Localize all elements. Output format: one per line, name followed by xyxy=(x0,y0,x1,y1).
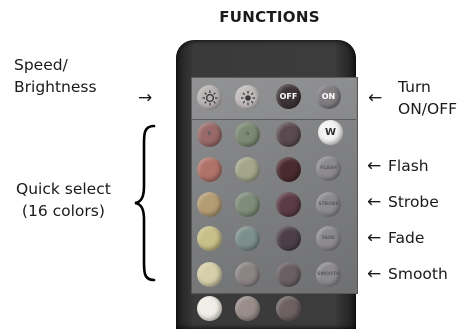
color-button-5-1[interactable] xyxy=(197,296,222,321)
off-button[interactable]: OFF xyxy=(276,84,301,109)
flash-label: Flash xyxy=(388,157,429,175)
color-button-4-1[interactable] xyxy=(197,262,222,287)
strobe-label: Strobe xyxy=(388,193,439,211)
quick-select-brace-icon xyxy=(134,124,156,282)
color-button-4-3[interactable] xyxy=(276,262,301,287)
color-button-1-1[interactable] xyxy=(197,157,222,182)
turn-arrow-icon: ← xyxy=(368,88,383,108)
brightness-button[interactable] xyxy=(235,85,260,110)
flash-button[interactable]: FLASH xyxy=(316,156,341,181)
functions-title: FUNCTIONS xyxy=(219,8,320,26)
blue-button[interactable]: B xyxy=(276,122,301,147)
red-button[interactable]: R xyxy=(197,122,222,147)
color-button-3-1[interactable] xyxy=(197,226,222,251)
strobe-button[interactable]: STROBE xyxy=(316,192,341,217)
speed-arrow-icon: → xyxy=(138,88,153,108)
color-button-3-3[interactable] xyxy=(276,226,301,251)
remote-button-panel xyxy=(191,77,358,294)
green-button[interactable]: G xyxy=(235,122,260,147)
on-button[interactable]: ON xyxy=(316,84,341,109)
smooth-button[interactable]: SMOOTH xyxy=(316,262,341,287)
quick-select-label: Quick select (16 colors) xyxy=(16,180,111,220)
turn-on-off-label: Turn ON/OFF xyxy=(398,78,458,118)
color-button-1-3[interactable] xyxy=(276,157,301,182)
smooth-label: Smooth xyxy=(388,265,448,283)
color-button-3-2[interactable] xyxy=(235,226,260,251)
speed-brightness-label: Speed/ Brightness xyxy=(14,56,97,96)
fade-arrow-icon: ← xyxy=(367,228,382,248)
flash-arrow-icon: ← xyxy=(367,156,382,176)
white-button[interactable]: W xyxy=(318,120,343,145)
color-button-1-2[interactable] xyxy=(235,157,260,182)
strobe-arrow-icon: ← xyxy=(367,192,382,212)
color-button-2-2[interactable] xyxy=(235,192,260,217)
color-button-2-3[interactable] xyxy=(276,192,301,217)
color-button-5-3[interactable] xyxy=(276,296,301,321)
color-button-4-2[interactable] xyxy=(235,262,260,287)
sun-brightness-icon xyxy=(240,90,255,105)
fade-label: Fade xyxy=(388,229,425,247)
sun-speed-icon xyxy=(202,90,217,105)
color-button-2-1[interactable] xyxy=(197,192,222,217)
speed-button[interactable] xyxy=(197,85,222,110)
color-button-5-2[interactable] xyxy=(235,296,260,321)
smooth-arrow-icon: ← xyxy=(367,264,382,284)
fade-button[interactable]: FADE xyxy=(316,226,341,251)
